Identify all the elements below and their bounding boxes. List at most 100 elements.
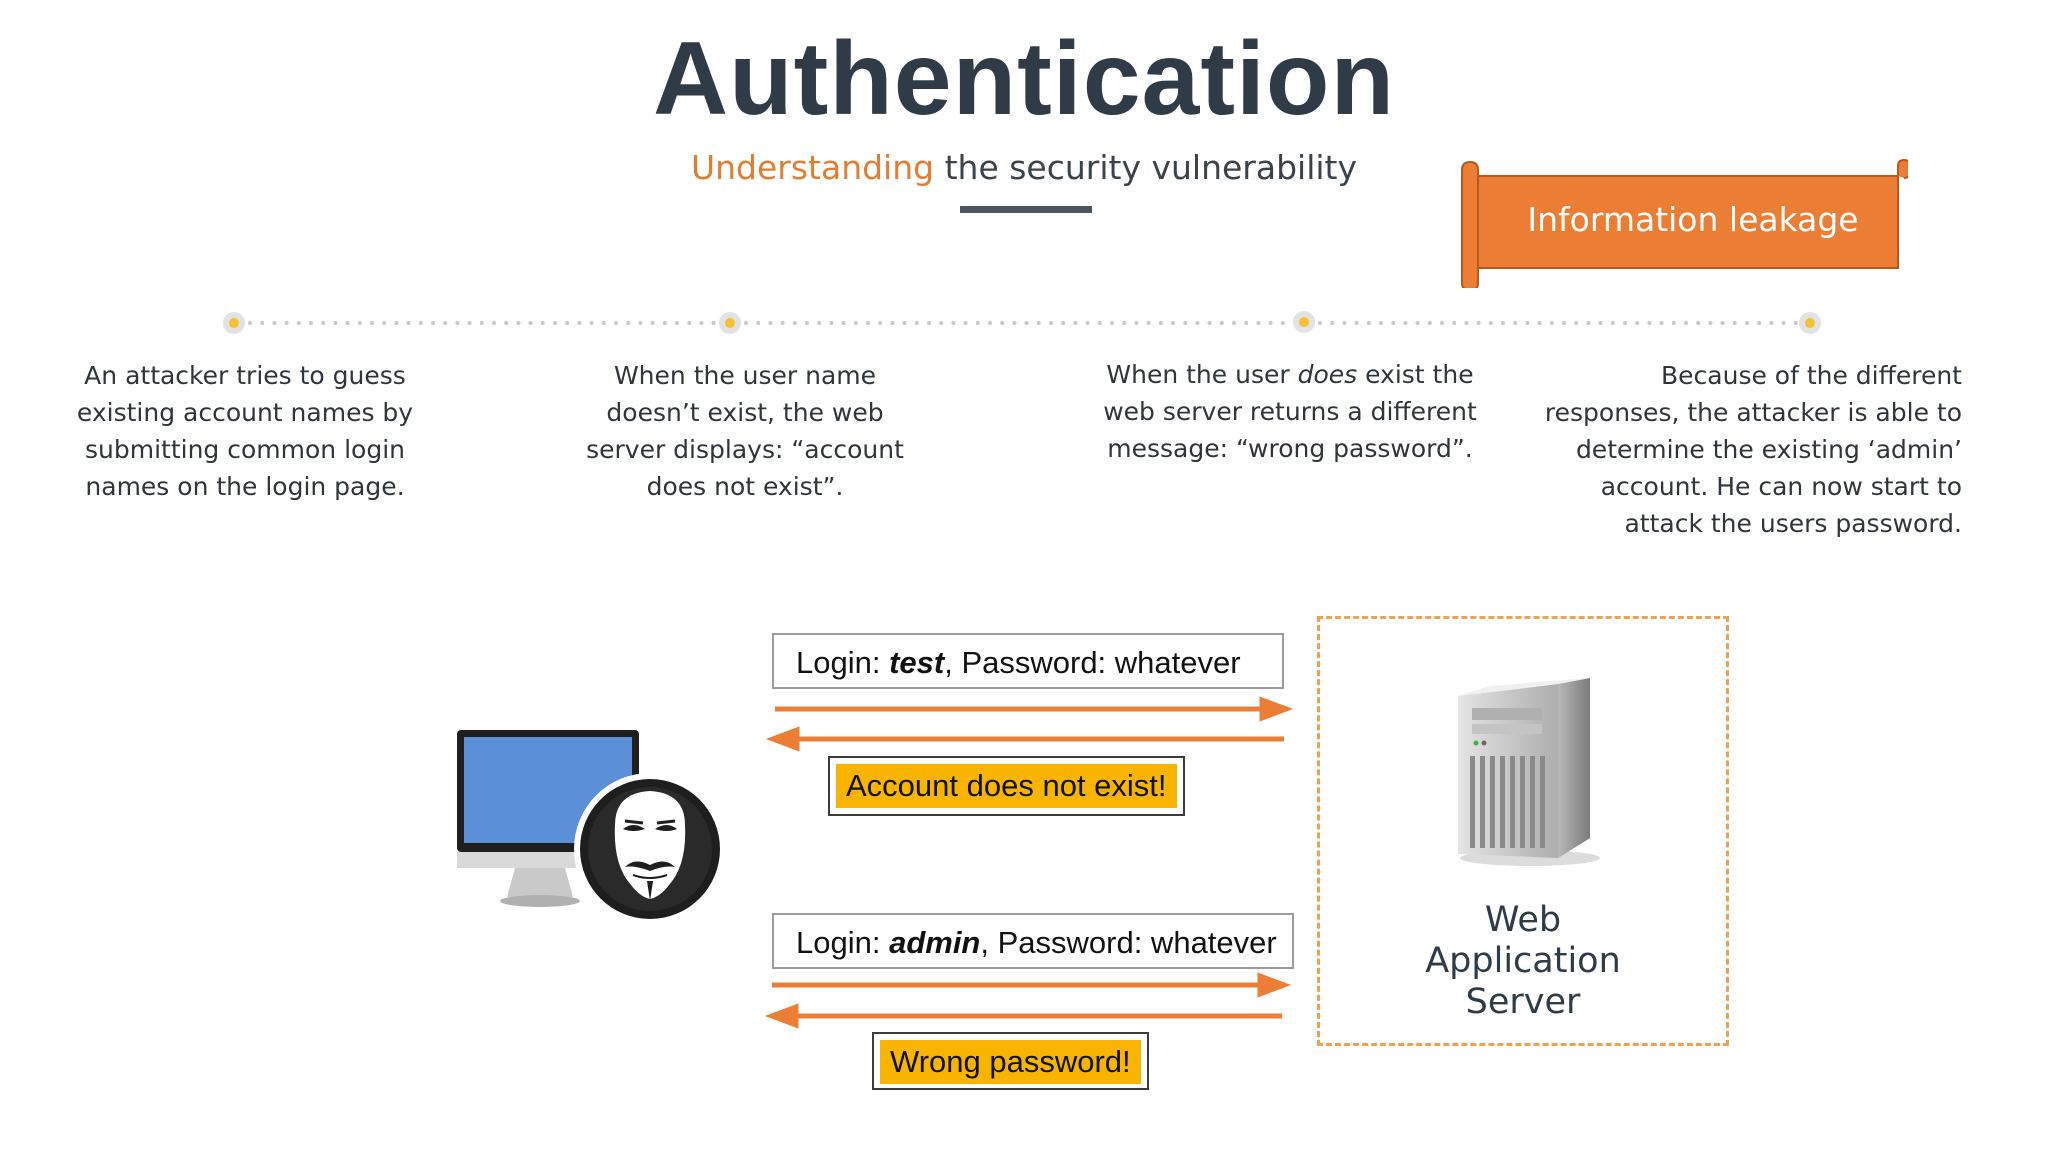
timeline-dot [553,321,557,325]
timeline-dot [951,321,956,325]
timeline-dot [1073,321,1078,325]
timeline-dot [601,321,606,325]
server-icon [1458,678,1600,866]
page-subtitle: Understanding the security vulnerability [0,148,2048,187]
timeline-markers [223,311,1821,334]
timeline-dot [780,321,785,325]
timeline-dot [1280,321,1285,325]
timeline-dot [756,321,761,325]
timeline-dot [1586,321,1591,325]
timeline-dot [565,321,570,325]
timeline-dot [1781,321,1786,325]
timeline-dot [540,321,545,325]
information-leakage-banner [1461,158,1908,288]
timeline-dot [1440,321,1444,325]
timeline-dot [841,321,846,325]
timeline-dot [975,321,980,325]
timeline-dot [638,321,643,325]
step-1-text: An attacker tries to guess existing acco… [76,361,414,501]
timeline-dots [248,321,1798,325]
timeline-dot [805,321,809,325]
timeline-dot [1671,321,1676,325]
timeline-dot [1379,321,1383,325]
timeline-dot [382,321,387,325]
step-4-text: Because of the different responses, the … [1544,361,1962,538]
timeline-dot [1720,321,1725,325]
server-label: Web Application Server [1425,900,1621,1022]
response-1-box: Account does not exist! [828,756,1185,816]
timeline-dot [1696,321,1701,325]
timeline-dot [1708,321,1713,325]
timeline-dot [626,321,631,325]
response-1-label: Account does not exist! [836,764,1177,808]
timeline-dot [467,321,472,325]
timeline-dot [1769,321,1774,325]
timeline-dot [1219,321,1224,325]
timeline-dot [479,321,484,325]
response-2-label: Wrong password! [880,1040,1141,1084]
timeline-dot [1525,321,1530,325]
timeline-dot [1085,321,1090,325]
timeline-dot [1134,321,1139,325]
timeline-dot [1012,321,1017,325]
timeline-dot [296,321,301,325]
timeline-dot [1464,321,1469,325]
timeline-dot [1732,321,1737,325]
timeline-dot [1452,321,1457,325]
timeline-dot [853,321,858,325]
timeline-dot [1635,321,1640,325]
timeline-dot [687,321,692,325]
timeline-dot [1110,321,1114,325]
timeline-dot [890,321,895,325]
timeline-dot [1659,321,1664,325]
timeline-dot [1745,321,1749,325]
page-title: Authentication [653,21,1395,137]
timeline-dot [662,321,667,325]
timeline-dot [1391,321,1396,325]
timeline-dot [866,321,870,325]
timeline-dot [927,321,931,325]
timeline-dot [768,321,773,325]
timeline-dot [1342,321,1347,325]
timeline-dot [1354,321,1359,325]
timeline-dot [829,321,834,325]
timeline-dot [284,321,289,325]
timeline-dot [418,321,423,325]
timeline-dot [345,321,350,325]
timeline-dot [675,321,679,325]
timeline-dot [1061,321,1066,325]
timeline-dot [516,321,521,325]
timeline-dot [988,321,992,325]
timeline-dot [1049,321,1053,325]
timeline-dot [394,321,399,325]
timeline-dot [914,321,919,325]
timeline-dot [1562,321,1566,325]
timeline-dot [1623,321,1627,325]
request-1-box: Login: test, Password: whatever [772,633,1284,689]
timeline-dot [321,321,326,325]
timeline-dot [711,321,716,325]
timeline-dot [902,321,907,325]
timeline-dot [614,321,618,325]
timeline-dot [443,321,448,325]
timeline-dot [1403,321,1408,325]
timeline-dot [431,321,435,325]
subtitle-rest: the security vulnerability [934,148,1358,187]
timeline-dot [1195,321,1200,325]
timeline-dot [1318,321,1322,325]
timeline-dot [333,321,338,325]
timeline-dot [939,321,944,325]
timeline-dot [699,321,704,325]
timeline-dot [1122,321,1127,325]
timeline-dot [1183,321,1188,325]
timeline-dot [528,321,533,325]
timeline-dot [1488,321,1493,325]
timeline-dot [357,321,362,325]
timeline [223,311,1821,334]
timeline-dot [1146,321,1151,325]
timeline-dot [1647,321,1652,325]
banner-label: Information leakage [1527,200,1859,239]
timeline-dot [1256,321,1261,325]
timeline-dot [1501,321,1505,325]
timeline-dot [1598,321,1603,325]
